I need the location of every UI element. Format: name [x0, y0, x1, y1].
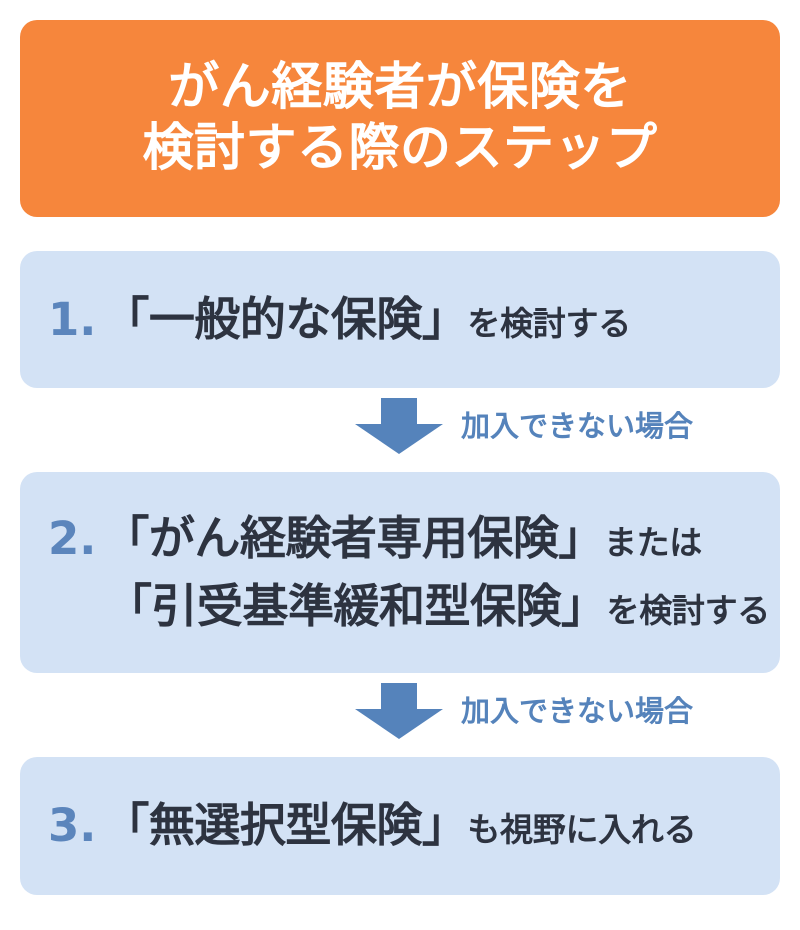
connector-2-label: 加入できない場合	[461, 693, 694, 728]
header-title-line-2: 検討する際のステップ	[142, 118, 658, 178]
connector-1-label: 加入できない場合	[461, 408, 694, 443]
arrow-down-icon	[355, 398, 443, 454]
step-2-sub-text-1: または	[603, 523, 703, 562]
step-1-number: 1.	[48, 292, 97, 346]
step-2-line-1: 2. 「がん経験者専用保険」 または	[20, 510, 780, 568]
step-1-line-1: 1. 「一般的な保険」 を検討する	[20, 291, 780, 349]
step-2-main-text-2: 「引受基準緩和型保険」	[106, 578, 607, 633]
arrow-down-icon	[355, 683, 443, 739]
step-box-3: 3. 「無選択型保険」 も視野に入れる	[20, 757, 780, 895]
step-3-sub-text: も視野に入れる	[467, 810, 697, 850]
connector-1: 加入できない場合	[355, 398, 693, 454]
step-2-sub-text-2: を検討する	[606, 590, 771, 630]
step-1-main-text: 「一般的な保険」	[103, 291, 468, 346]
step-box-1: 1. 「一般的な保険」 を検討する	[20, 251, 780, 388]
header-banner: がん経験者が保険を 検討する際のステップ	[20, 20, 780, 217]
step-2-line-2: 「引受基準緩和型保険」 を検討する	[20, 578, 780, 636]
step-1-sub-text: を検討する	[467, 303, 631, 343]
step-2-main-text-1: 「がん経験者専用保険」	[103, 511, 604, 565]
header-title-line-1: がん経験者が保険を	[168, 58, 632, 118]
step-3-number: 3.	[48, 799, 97, 853]
connector-2: 加入できない場合	[355, 683, 693, 739]
step-2-number: 2.	[48, 512, 97, 565]
step-3-main-text: 「無選択型保険」	[103, 798, 468, 853]
step-3-line-1: 3. 「無選択型保険」 も視野に入れる	[20, 797, 780, 855]
step-box-2: 2. 「がん経験者専用保険」 または 「引受基準緩和型保険」 を検討する	[20, 472, 780, 673]
